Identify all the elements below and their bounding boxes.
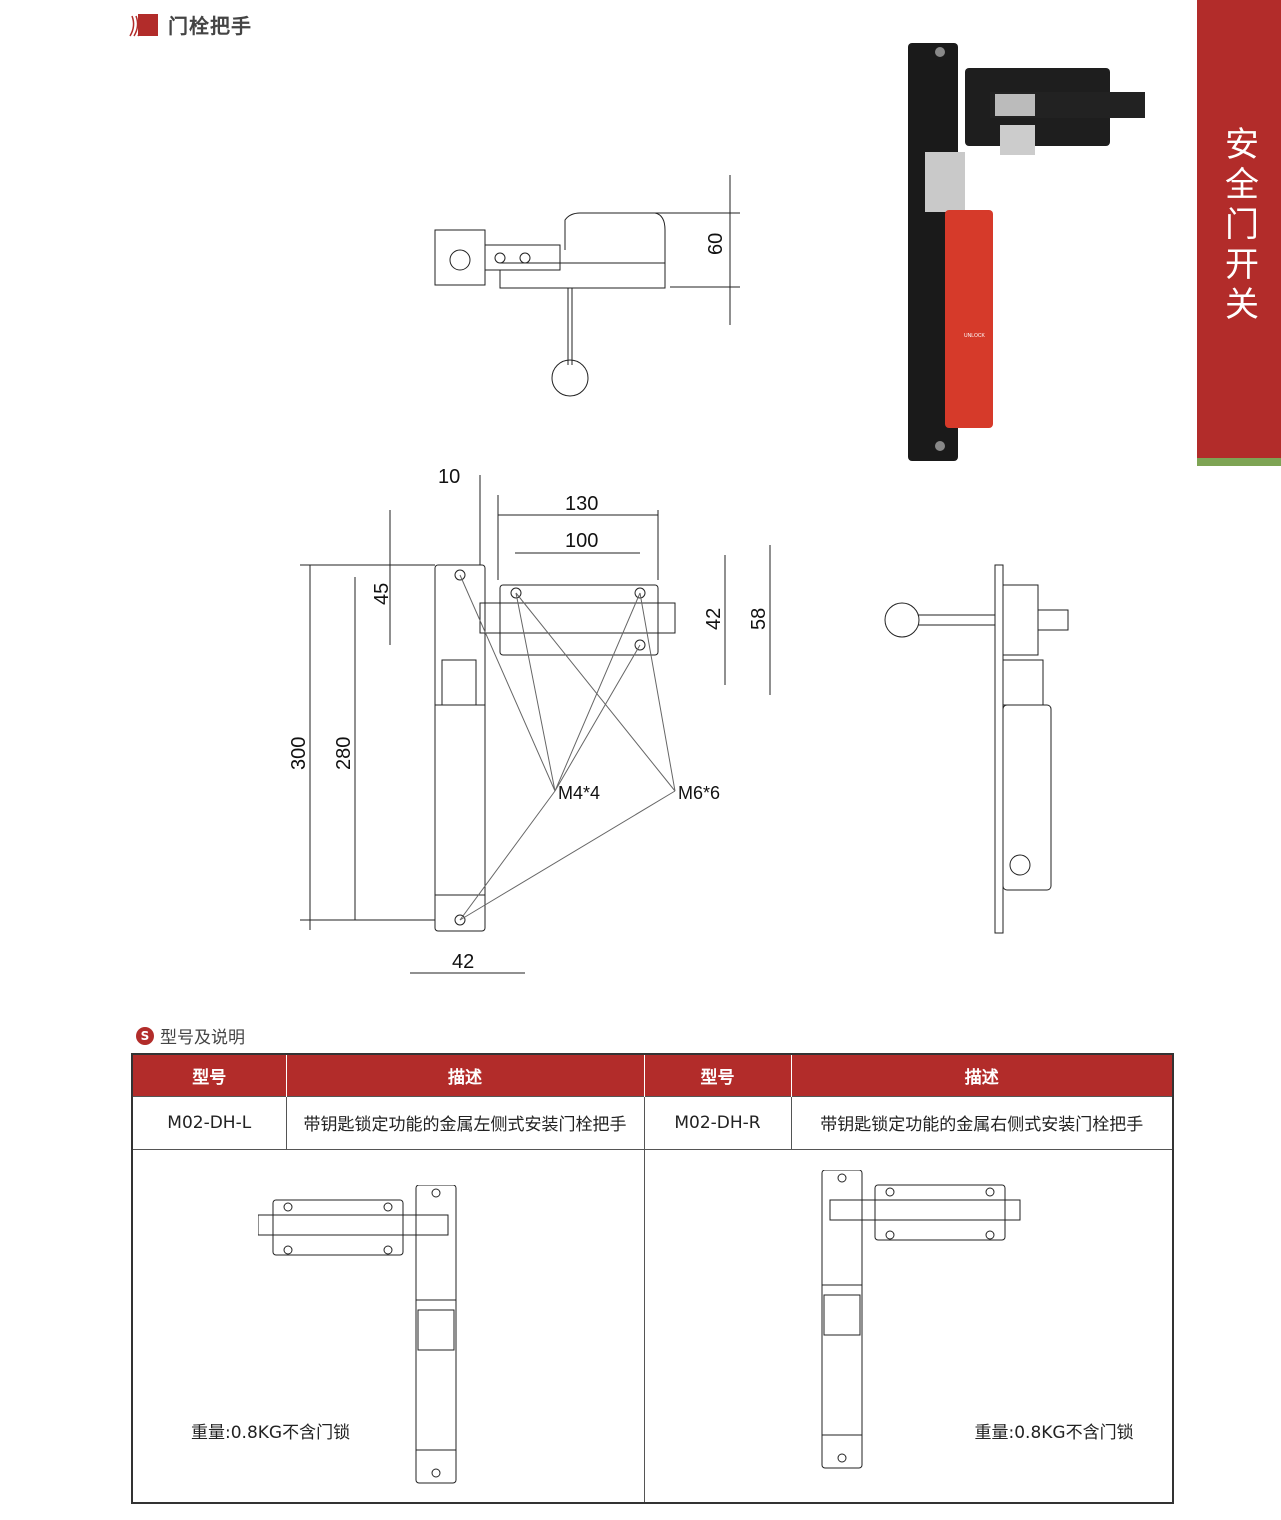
left-variant-drawing (258, 1184, 457, 1483)
header-model: 型号 (644, 1054, 792, 1096)
svg-text:45: 45 (371, 583, 393, 605)
brand-logo-icon (128, 12, 158, 38)
side-tab-accent (1197, 458, 1281, 466)
svg-text:58: 58 (748, 608, 770, 630)
svg-text:10: 10 (438, 466, 460, 488)
model-table: 型号 描述 型号 描述 M02-DH-L 带钥匙锁定功能的金属左侧式安装门栓把手… (131, 1053, 1174, 1504)
section-heading: S 型号及说明 (136, 1023, 245, 1048)
m6-callout: M6*6 (678, 783, 720, 803)
weight-note: 重量:0.8KG不含门锁 (191, 1422, 351, 1443)
front-view-drawing: 10 130 100 45 42 58 300 280 42 M4*4 M6*6 (288, 466, 771, 974)
model-cell: M02-DH-L (131, 1095, 287, 1150)
left-variant-cell: 重量:0.8KG不含门锁 (131, 1148, 645, 1504)
table-row: M02-DH-L 带钥匙锁定功能的金属左侧式安装门栓把手 M02-DH-R 带钥… (131, 1095, 1174, 1150)
svg-text:300: 300 (288, 737, 310, 770)
description-cell: 带钥匙锁定功能的金属右侧式安装门栓把手 (790, 1095, 1174, 1150)
side-view-drawing (884, 564, 1069, 934)
lock-body (945, 210, 993, 428)
page-title: 门栓把手 (168, 14, 252, 38)
header-model: 型号 (132, 1054, 287, 1096)
svg-text:60: 60 (705, 233, 727, 255)
svg-text:100: 100 (565, 530, 598, 552)
m4-callout: M4*4 (558, 783, 600, 803)
header-description: 描述 (791, 1054, 1174, 1096)
top-view-drawing: 60 (434, 175, 740, 397)
weight-note: 重量:0.8KG不含门锁 (974, 1422, 1134, 1443)
model-cell: M02-DH-R (643, 1095, 792, 1150)
svg-text:130: 130 (565, 493, 598, 515)
image-row: 重量:0.8KG不含门锁 重量:0.8KG不含门锁 (131, 1148, 1174, 1504)
svg-text:42: 42 (452, 951, 474, 973)
page-header: 门栓把手 (128, 10, 252, 39)
header-description: 描述 (286, 1054, 645, 1096)
product-photo: UNLOCK (908, 43, 1145, 461)
svg-text:280: 280 (333, 737, 355, 770)
description-cell: 带钥匙锁定功能的金属左侧式安装门栓把手 (285, 1095, 645, 1150)
svg-text:42: 42 (703, 608, 725, 630)
right-variant-drawing (821, 1169, 1020, 1468)
section-bullet-icon: S (136, 1026, 154, 1045)
category-side-tab: 安全门开关 (1197, 0, 1281, 462)
svg-text:UNLOCK: UNLOCK (964, 333, 986, 339)
table-header-row: 型号 描述 型号 描述 (132, 1054, 1174, 1096)
right-variant-cell: 重量:0.8KG不含门锁 (643, 1148, 1174, 1504)
